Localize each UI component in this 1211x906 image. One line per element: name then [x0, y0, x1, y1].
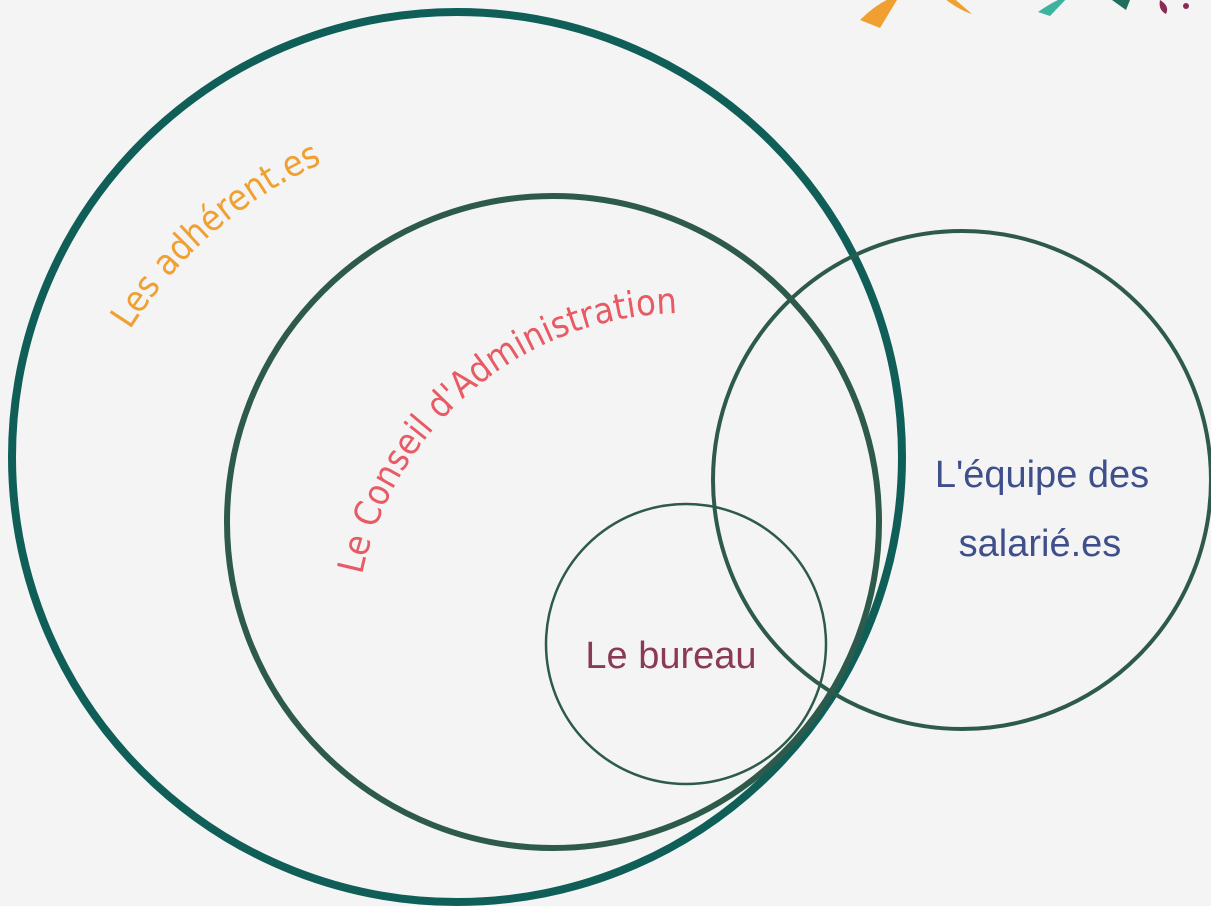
conseil-administration-circle [224, 193, 882, 851]
equipe-salaries-circle [711, 229, 1211, 731]
adherents-label: Les adhérent.es [103, 134, 326, 335]
adherents-circle [8, 8, 906, 906]
bureau-circle [544, 502, 828, 786]
conseil-administration-label: Le Conseil d'Administration [331, 281, 678, 577]
equipe-label-line2: salarié.es [959, 523, 1122, 565]
bureau-label: Le bureau [585, 635, 756, 677]
equipe-label-line1: L'équipe des [935, 454, 1149, 496]
paint-brush-strokes-icon [860, 0, 1189, 28]
